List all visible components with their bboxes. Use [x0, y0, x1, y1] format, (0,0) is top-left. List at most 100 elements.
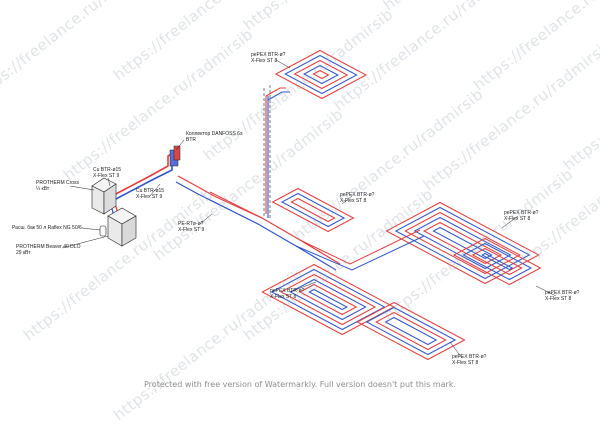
pipe-top-feed-red — [265, 87, 286, 97]
loop-right-large-turn — [432, 226, 493, 260]
label-cu-top: Cu BTR-ø15 X-Flex ST 9 — [93, 167, 121, 179]
leader-bottom-left — [289, 281, 317, 293]
pipe-right-feed-red — [299, 229, 421, 265]
pipe-top-feed-blue — [267, 91, 290, 101]
loop-bottom-turn — [384, 316, 438, 346]
label-right-loop-line1: pePEX BTR-ø? — [504, 210, 539, 216]
protherm-cross-boiler — [91, 177, 117, 215]
loop-bottom-left-turn — [298, 283, 358, 316]
label-kollektor: Коллектор DANFOSS 6х BTR — [186, 131, 242, 143]
leader-right-loop — [501, 215, 519, 229]
loop-bottom-turn — [375, 311, 447, 351]
loop-middle-turn — [280, 192, 346, 228]
loop-bottom-left-turn — [280, 273, 377, 326]
label-protherm-cross-line2: ¼ кВт — [36, 186, 50, 192]
label-right-loop: pePEX BTR-ø? X-Flex ST 8 — [504, 210, 538, 222]
label-leader-lines — [61, 59, 557, 359]
label-top-loop-line1: pePEX BTR-ø? — [251, 52, 286, 58]
loop-bottom-left — [261, 263, 395, 336]
loop-far-right — [452, 237, 542, 286]
label-pe-left: PE-RTø-ø? X-Flex ST 9 — [178, 221, 204, 233]
loop-top-turn — [274, 49, 368, 100]
pipe-manifold-run-red — [177, 175, 341, 265]
loop-right-large-turn — [422, 221, 503, 265]
loop-top-turn — [284, 54, 358, 95]
label-cu-mid-line1: Cu BTR-ø15 — [136, 188, 165, 194]
label-bottom-left-loop-line1: pePEX BTR-ø? — [270, 288, 305, 294]
label-pe-left-line2: X-Flex ST 9 — [178, 227, 205, 233]
label-kollektor-line1: Коллектор DANFOSS 6х — [186, 131, 243, 137]
pipe-to-mid-red — [209, 191, 263, 219]
label-bottom-loop-line1: pePEX BTR-ø? — [452, 354, 487, 360]
loop-bottom-turn — [365, 306, 457, 356]
label-bottom-loop-line2: X-Flex ST 8 — [452, 360, 479, 366]
loop-right-large — [385, 201, 540, 285]
manifold-danfoss — [169, 145, 181, 167]
loop-far-right-turn — [471, 247, 523, 276]
leader-top-loop — [275, 59, 291, 69]
loop-top — [274, 49, 368, 100]
watermark-footer: Protected with free version of Watermark… — [144, 380, 456, 389]
loop-top-turn — [302, 64, 339, 85]
leader-cu-mid — [149, 183, 161, 197]
boiler-equipment — [91, 85, 271, 247]
loop-far-right-turn — [452, 237, 542, 286]
label-cu-top-line1: Cu BTR-ø15 — [93, 167, 122, 173]
label-raflex-tank: Расш. бак 50 л Raflex NG 50/6 — [12, 225, 82, 231]
loop-bottom-left-turn — [270, 268, 386, 331]
leader-raflex — [81, 227, 101, 231]
leader-bottom — [449, 341, 463, 359]
vertical-riser — [263, 85, 271, 220]
label-mid-loop-line1: pePEX BTR-ø? — [340, 192, 375, 198]
loop-bottom-left-turn — [261, 263, 395, 336]
protherm-beaver-boiler — [107, 207, 137, 247]
expansion-tank — [99, 225, 107, 237]
loop-top-turn — [293, 59, 349, 90]
label-mid-loop-line2: X-Flex ST 8 — [340, 198, 367, 204]
label-far-right-loop-line2: X-Flex ST 8 — [545, 296, 572, 302]
label-protherm-cross-line1: PROTHERM Cross — [36, 180, 80, 186]
label-top-loop-line2: X-Flex ST 8 — [251, 58, 278, 64]
label-kollektor-line2: BTR — [186, 137, 196, 143]
label-far-right-loop-line1: pePEX BTR-ø? — [545, 290, 580, 296]
leader-mid-loop — [341, 195, 353, 205]
loop-right-large-turn — [404, 211, 521, 275]
label-protherm-beaver-line1: PROTHERM Beaver 40 DLO — [16, 244, 81, 250]
label-raflex-tank-text: Расш. бак 50 л Raflex NG 50/6 — [12, 225, 82, 231]
label-far-right-loop: pePEX BTR-ø? X-Flex ST 8 — [545, 290, 579, 302]
loop-bottom-left-turn — [308, 288, 348, 311]
loop-middle-turn — [290, 197, 336, 223]
label-mid-loop: pePEX BTR-ø? X-Flex ST 8 — [340, 192, 374, 204]
label-pe-left-line1: PE-RTø-ø? — [178, 221, 204, 227]
heating-schematic — [61, 49, 557, 361]
leader-proterm — [69, 185, 95, 191]
label-bottom-loop: pePEX BTR-ø? X-Flex ST 8 — [452, 354, 486, 366]
label-protherm-cross: PROTHERM Cross ¼ кВт — [36, 180, 79, 192]
label-top-loop: pePEX BTR-ø? X-Flex ST 8 — [251, 52, 285, 64]
label-cu-top-line2: X-Flex ST 9 — [93, 173, 120, 179]
loop-bottom-left-turn — [289, 278, 367, 321]
loop-right-large-turn — [413, 216, 512, 270]
pipe-to-mid-blue — [205, 197, 259, 225]
leader-beaver — [61, 235, 109, 249]
loop-right-large-turn — [385, 201, 540, 285]
leader-pe-left — [199, 213, 213, 225]
label-protherm-beaver: PROTHERM Beaver 40 DLO 29 кВт — [16, 244, 80, 256]
label-right-loop-line2: X-Flex ST 8 — [504, 216, 531, 222]
loop-bottom — [356, 301, 466, 361]
leader-far-right — [535, 285, 557, 297]
loop-far-right-turn — [481, 252, 514, 271]
label-bottom-left-loop: pePEX BTR-ø? X-Flex ST 8 — [270, 288, 304, 300]
loop-top-turn — [312, 69, 330, 80]
leader-cu-top — [107, 177, 111, 187]
loop-middle — [271, 187, 355, 233]
label-cu-mid-line2: X-Flex ST 9 — [136, 194, 163, 200]
leader-kollektor — [175, 139, 185, 151]
loop-far-right-turn — [462, 242, 533, 281]
loop-middle-turn — [271, 187, 355, 233]
loop-bottom-turn — [356, 301, 466, 361]
label-bottom-left-loop-line2: X-Flex ST 8 — [270, 294, 297, 300]
label-protherm-beaver-line2: 29 кВт — [16, 250, 31, 256]
loop-right-large-turn — [394, 206, 531, 280]
label-cu-mid: Cu BTR-ø15 X-Flex ST 9 — [136, 188, 164, 200]
